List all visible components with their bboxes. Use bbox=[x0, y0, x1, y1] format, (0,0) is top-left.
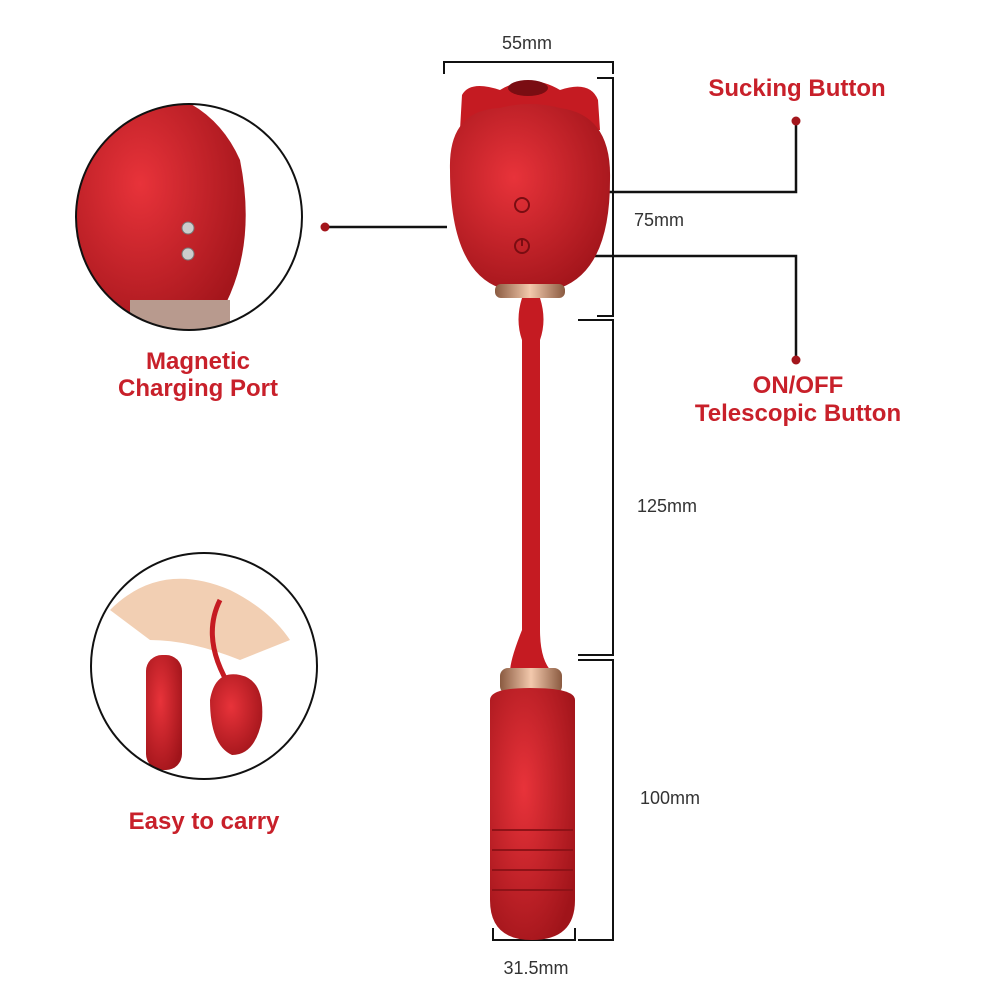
easy-to-carry-label: Easy to carry bbox=[128, 808, 280, 835]
charging-port-inset bbox=[75, 103, 303, 331]
stem-length-label: 125mm bbox=[636, 496, 698, 516]
charging-port-label: Charging Port bbox=[118, 375, 278, 402]
callout-lines bbox=[325, 121, 798, 360]
magnetic-label: Magnetic bbox=[145, 348, 251, 375]
body-length-label: 100mm bbox=[639, 788, 701, 808]
callout-dot bbox=[791, 355, 801, 365]
head-height-label: 75mm bbox=[633, 210, 685, 230]
onoff-label: ON/OFF bbox=[752, 372, 844, 399]
product-image bbox=[449, 80, 611, 940]
callout-dot bbox=[320, 222, 330, 232]
easy-carry-inset bbox=[90, 552, 318, 780]
callout-dot bbox=[791, 116, 801, 126]
body-width-label: 31.5mm bbox=[503, 958, 569, 978]
dimension-brackets bbox=[443, 61, 614, 941]
width-top-label: 55mm bbox=[501, 33, 553, 53]
telescopic-button-label: Telescopic Button bbox=[694, 400, 902, 427]
sucking-button-label: Sucking Button bbox=[708, 75, 886, 102]
